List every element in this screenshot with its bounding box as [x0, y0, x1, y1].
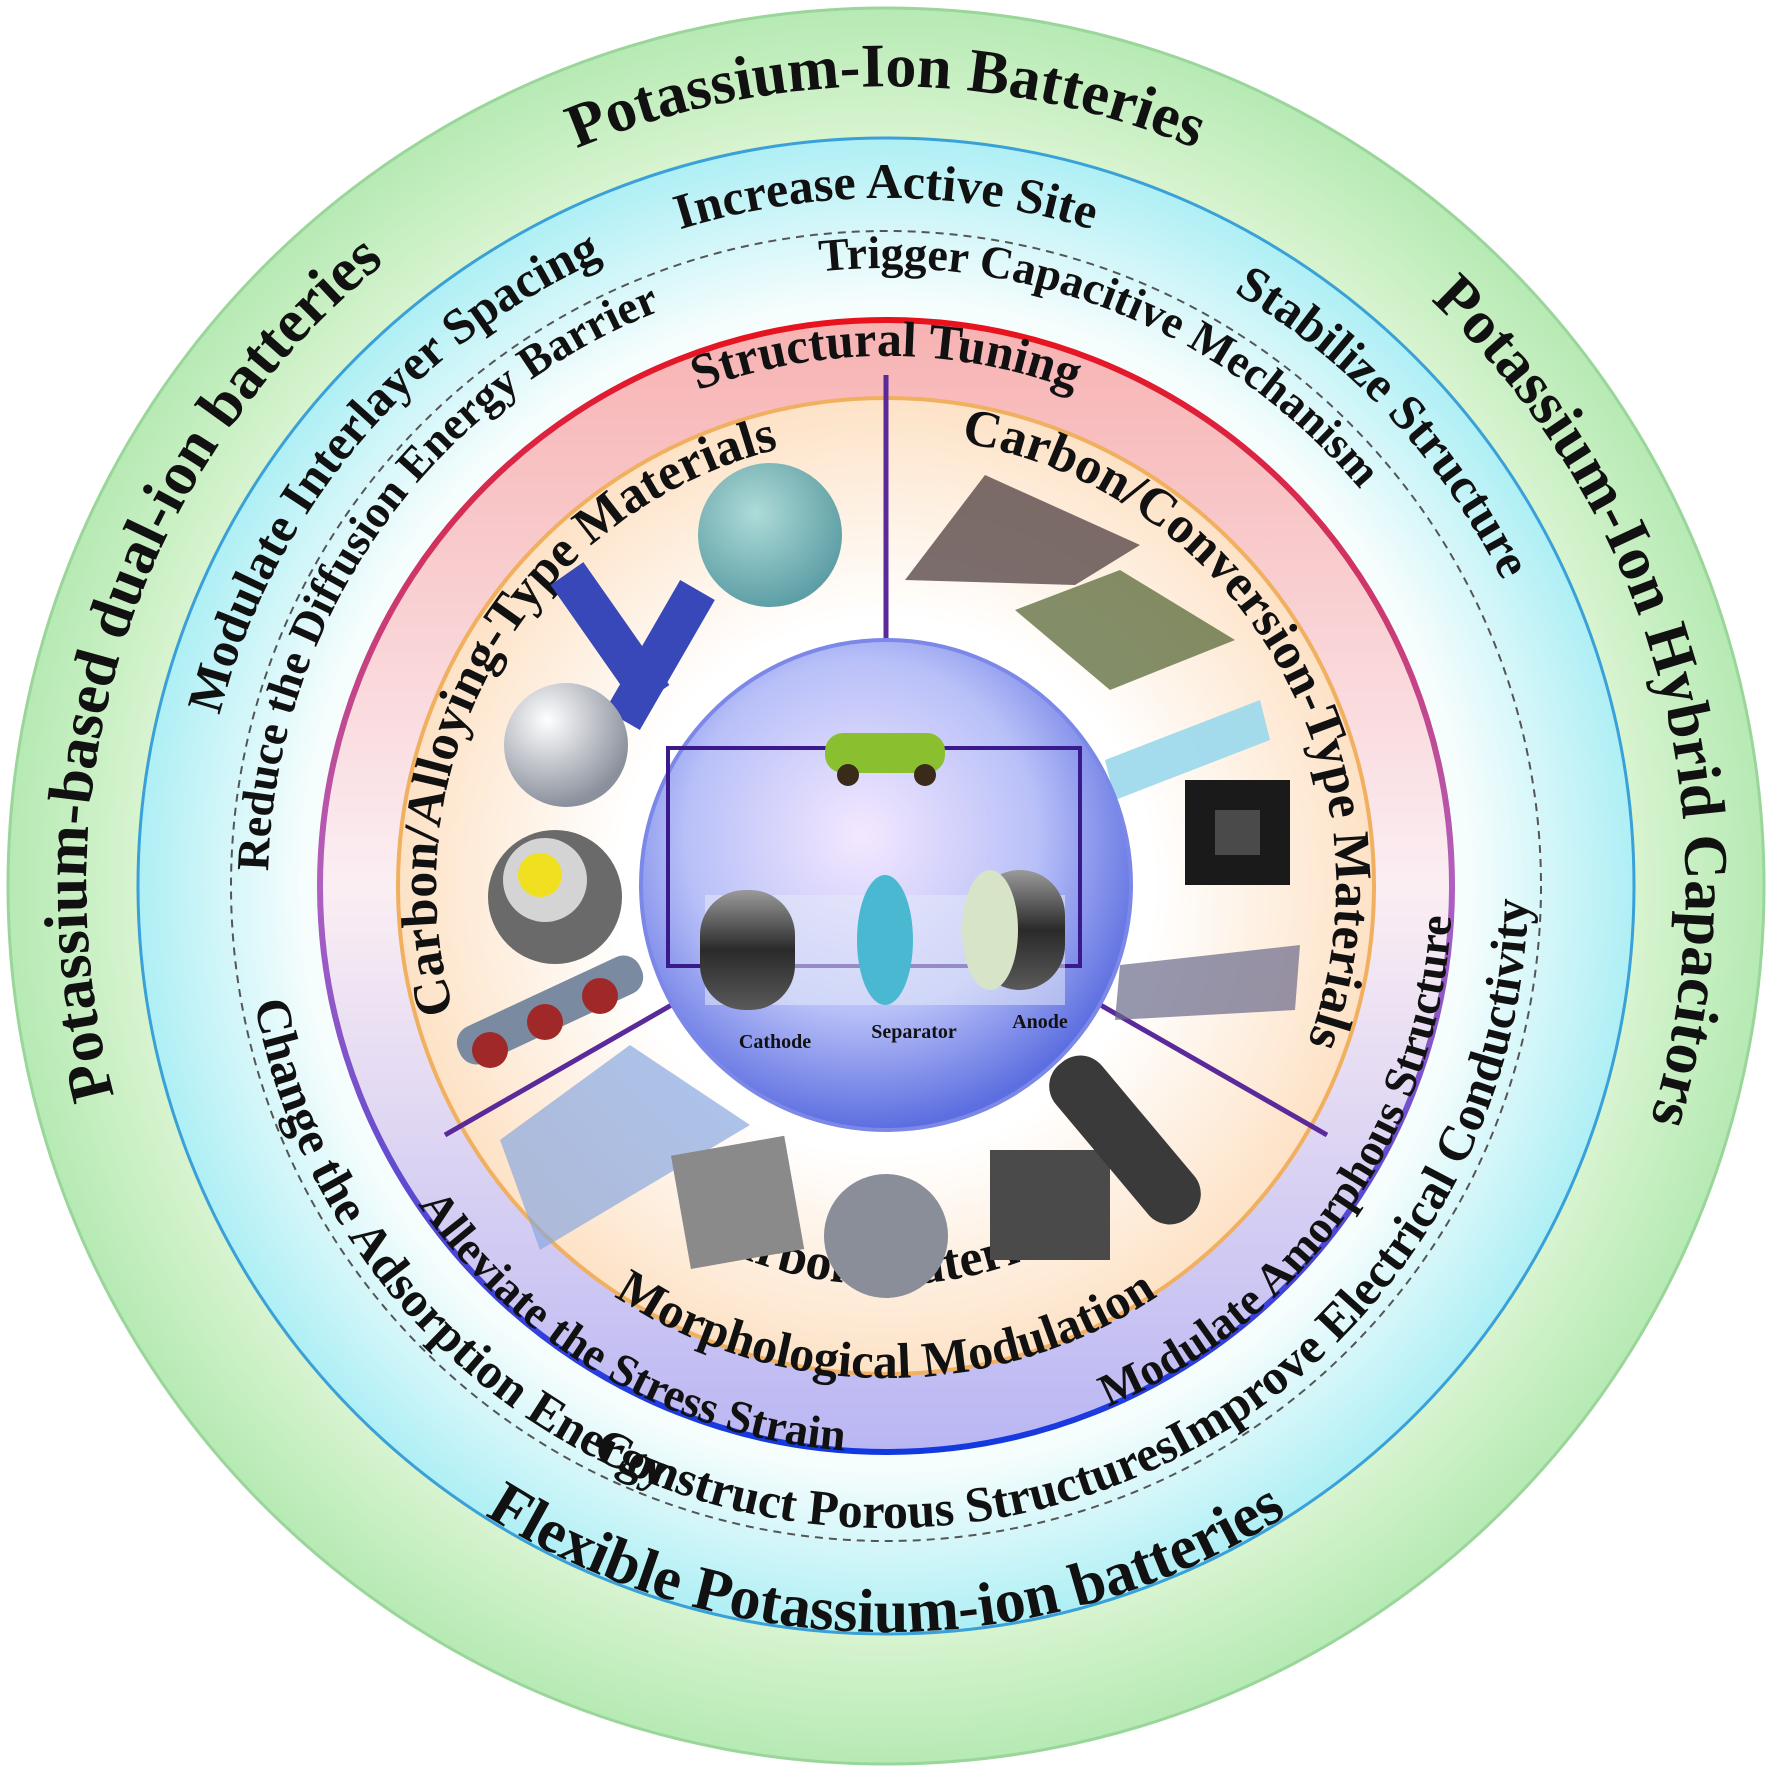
graphene-sheet-illustration — [905, 475, 1140, 585]
battery-diagram: Cathode Separator Anode — [639, 638, 1133, 1132]
dark-cube-illustration — [1185, 780, 1290, 885]
porous-carbon-block-illustration — [990, 1150, 1110, 1260]
inner-ring-dashed-divider — [230, 230, 1542, 1542]
nanoparticle-cluster-illustration — [698, 463, 842, 607]
conversion-illustrations — [905, 475, 1300, 1020]
layered-sheet-illustration — [1115, 945, 1300, 1020]
mesh-sheet-illustration — [500, 1045, 750, 1250]
porous-cube-illustration — [670, 1135, 805, 1270]
tube-with-particles-illustration — [1105, 700, 1270, 800]
anode-label: Anode — [1012, 1011, 1068, 1033]
crossed-nanotube-illustration — [550, 562, 715, 730]
electric-car-icon — [825, 733, 945, 786]
carbon-illustrations — [500, 1045, 1201, 1298]
sphere-cluster-illustration — [504, 683, 628, 807]
sector-divider-right — [1095, 1000, 1329, 1138]
yolk-shell-sphere-illustration — [488, 830, 622, 964]
separator-disc — [857, 875, 913, 1005]
chain-nanostructure-illustration — [456, 955, 644, 1068]
battery-cell — [700, 870, 1065, 1010]
graphene-decorated-illustration — [1015, 570, 1235, 690]
sector-divider-left — [443, 1000, 677, 1138]
cathode-label: Cathode — [739, 1031, 811, 1053]
separator-label: Separator — [871, 1021, 957, 1043]
hollow-porous-sphere-illustration — [824, 1174, 948, 1298]
cathode-cylinder — [700, 890, 795, 1010]
carbon-nanotube-illustration — [1049, 1055, 1201, 1225]
alloying-illustrations — [456, 463, 842, 1068]
